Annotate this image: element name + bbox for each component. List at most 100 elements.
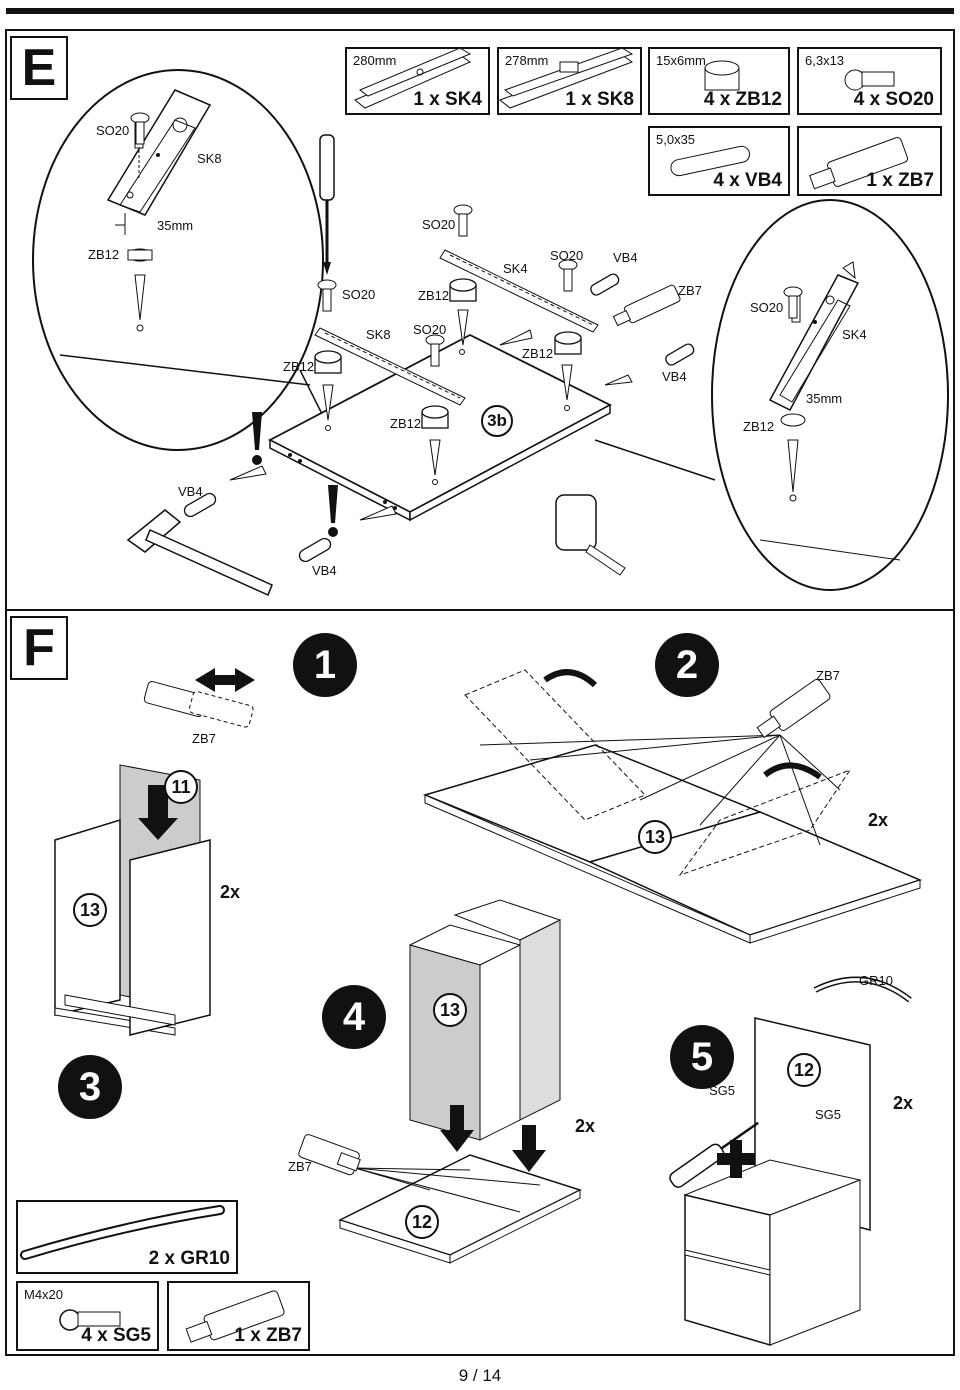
hardware-qty: 1 x SK4 bbox=[413, 89, 482, 110]
hardware-box-zb7-art bbox=[809, 137, 908, 190]
label-zb7: ZB7 bbox=[192, 731, 216, 746]
hardware-box-zb12: 15x6mm 4 x ZB12 bbox=[648, 47, 790, 115]
tape-measure-icon bbox=[555, 494, 626, 576]
label-vb4: VB4 bbox=[613, 250, 638, 265]
double-arrow-icon bbox=[195, 668, 255, 692]
step4-cabinet bbox=[338, 899, 582, 1264]
label-so20: SO20 bbox=[422, 217, 456, 232]
hardware-qty: 4 x VB4 bbox=[713, 170, 782, 191]
hardware-spec: 280mm bbox=[353, 53, 397, 68]
multiplier: 2x bbox=[220, 882, 241, 902]
label-vb4: VB4 bbox=[662, 369, 687, 384]
cam-fitting-icons bbox=[314, 278, 582, 429]
label-gr10: GR10 bbox=[859, 973, 893, 988]
hardware-qty: 1 x ZB7 bbox=[866, 170, 934, 191]
part-11: 11 bbox=[164, 770, 198, 804]
hardware-spec: 5,0x35 bbox=[656, 132, 696, 147]
hardware-qty: 1 x SK8 bbox=[565, 89, 634, 110]
hardware-box-sk4: 280mm 1 x SK4 bbox=[345, 47, 490, 115]
hardware-box-so20: 6,3x13 4 x SO20 bbox=[797, 47, 942, 115]
label-sk4: SK4 bbox=[842, 327, 867, 342]
multiplier: 2x bbox=[575, 1116, 596, 1136]
label-sk4: SK4 bbox=[503, 261, 528, 276]
label-sk8: SK8 bbox=[197, 151, 222, 166]
hardware-spec: 6,3x13 bbox=[805, 53, 845, 68]
label-zb12: ZB12 bbox=[88, 247, 120, 262]
hardware-box-zb12-art bbox=[704, 60, 740, 91]
rotate-arrow-icon-a bbox=[543, 669, 598, 688]
page-number: 9 / 14 bbox=[458, 1366, 502, 1385]
multiplier: 2x bbox=[893, 1093, 914, 1113]
step-number-4: 4 bbox=[322, 985, 386, 1049]
part-13: 13 bbox=[433, 993, 467, 1027]
label-so20: SO20 bbox=[342, 287, 376, 302]
hardware-box-zb7: 1 x ZB7 bbox=[167, 1281, 310, 1351]
label-zb7: ZB7 bbox=[678, 283, 702, 298]
rotate-arrow-icon-b bbox=[763, 762, 822, 780]
hardware-qty: 4 x SO20 bbox=[853, 89, 934, 110]
label-sk8: SK8 bbox=[366, 327, 391, 342]
hardware-box-vb4-art bbox=[670, 145, 751, 177]
hammer-icon bbox=[126, 509, 273, 597]
label-sg5: SG5 bbox=[815, 1107, 842, 1122]
warning-marks bbox=[252, 412, 338, 537]
section-letter-e: E bbox=[10, 36, 68, 100]
part-13: 13 bbox=[73, 893, 107, 927]
label-so20: SO20 bbox=[413, 322, 447, 337]
label-zb12: ZB12 bbox=[743, 419, 775, 434]
hardware-box-vb4: 5,0x35 4 x VB4 bbox=[648, 126, 790, 196]
label-zb12: ZB12 bbox=[283, 359, 315, 374]
screw-sg5-art bbox=[59, 1309, 121, 1331]
hardware-box-sg5: M4x20 4 x SG5 bbox=[16, 1281, 159, 1351]
label-35mm: 35mm bbox=[806, 391, 843, 406]
label-zb7: ZB7 bbox=[816, 668, 840, 683]
glue-tube-icon-e bbox=[612, 284, 681, 327]
step3-cabinet bbox=[54, 764, 211, 1036]
part-3b: 3b bbox=[481, 405, 513, 437]
step2-panel bbox=[422, 669, 923, 944]
hardware-qty: 4 x SG5 bbox=[81, 1325, 151, 1346]
label-zb12: ZB12 bbox=[418, 288, 450, 303]
section-letter-f: F bbox=[10, 616, 68, 680]
part-12: 12 bbox=[787, 1053, 821, 1087]
label-so20: SO20 bbox=[750, 300, 784, 315]
hardware-box-zb7: 1 x ZB7 bbox=[797, 126, 942, 196]
label-vb4: VB4 bbox=[178, 484, 203, 499]
label-zb12: ZB12 bbox=[390, 416, 422, 431]
hardware-spec: 278mm bbox=[505, 53, 549, 68]
left-detail-ellipse bbox=[32, 69, 324, 451]
hardware-box-sk8: 278mm 1 x SK8 bbox=[497, 47, 642, 115]
step5-drawer bbox=[669, 976, 912, 1347]
step-number-3: 3 bbox=[58, 1055, 122, 1119]
label-vb4: VB4 bbox=[312, 563, 337, 578]
label-so20: SO20 bbox=[550, 248, 584, 263]
step2-glue-tube bbox=[756, 679, 831, 739]
hardware-box-sk4-art bbox=[354, 47, 472, 109]
label-sg5: SG5 bbox=[709, 1083, 736, 1098]
step-number-2: 2 bbox=[655, 633, 719, 697]
hardware-qty: 4 x ZB12 bbox=[703, 89, 782, 110]
label-zb12: ZB12 bbox=[522, 346, 554, 361]
screw-icons bbox=[130, 112, 803, 367]
label-zb7: ZB7 bbox=[288, 1159, 312, 1174]
hardware-spec: M4x20 bbox=[24, 1287, 64, 1302]
hardware-box-gr10: 2 x GR10 bbox=[16, 1200, 238, 1274]
glue-zb7-art bbox=[185, 1290, 285, 1343]
part-12: 12 bbox=[405, 1205, 439, 1239]
right-detail-ellipse bbox=[711, 199, 949, 591]
hardware-qty: 2 x GR10 bbox=[148, 1248, 230, 1269]
part-13: 13 bbox=[638, 820, 672, 854]
hardware-qty: 1 x ZB7 bbox=[234, 1325, 302, 1346]
dowel-icons bbox=[183, 273, 695, 563]
multiplier: 2x bbox=[868, 810, 889, 830]
step4-glue-tube bbox=[298, 1134, 361, 1176]
hardware-box-so20-art bbox=[844, 69, 895, 91]
plus-icon bbox=[717, 1140, 755, 1178]
hardware-box-sk8-art bbox=[498, 47, 634, 109]
step1-glue-tubes bbox=[143, 681, 254, 728]
step-number-5: 5 bbox=[670, 1025, 734, 1089]
label-so20: SO20 bbox=[96, 123, 130, 138]
hardware-spec: 15x6mm bbox=[656, 53, 706, 68]
screwdriver-icon bbox=[319, 134, 335, 275]
